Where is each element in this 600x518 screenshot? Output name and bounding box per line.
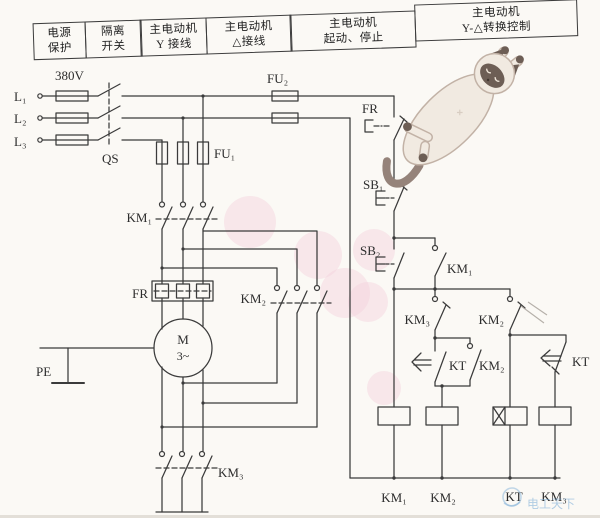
header-cell-y-connection: 主电动机 Y 接线: [139, 17, 208, 57]
pe-ground: [39, 347, 155, 384]
cat-hind-paw: [403, 122, 412, 132]
km1-coil-label: KM₁: [381, 490, 406, 505]
kt-coil-label: KT: [505, 489, 522, 504]
header-text: 主电动机: [149, 22, 198, 37]
header-cell-start-stop: 主电动机 起动、停止: [289, 10, 417, 52]
motor-phase-label: 3~: [177, 349, 190, 363]
l3-label: L₃: [14, 134, 26, 149]
cat-hind-paw: [418, 153, 428, 163]
cat-front-paw: [515, 55, 524, 64]
km3-coil-label: KM₃: [541, 489, 566, 504]
km2-main-label: KM₂: [241, 291, 266, 306]
km1-main-label: KM₁: [127, 210, 152, 225]
cat-sticker: [382, 46, 524, 188]
voltage-label: 380V: [55, 68, 85, 83]
l1-label: L₁: [14, 89, 26, 104]
header-text: 主电动机: [471, 6, 521, 20]
header-text: 起动、停止: [323, 31, 384, 46]
kt-nc-label: KT: [572, 354, 589, 369]
qs-isolator-switch: [97, 82, 395, 146]
header-cell-power-protection: 电源 保护: [32, 21, 87, 61]
header-text: 保护: [47, 41, 73, 55]
l2-label: L₂: [14, 111, 26, 126]
km1-main-contacts: [155, 201, 219, 285]
control-bus: [392, 287, 511, 291]
header-text: 电源: [47, 26, 72, 40]
cat-eye: [494, 77, 500, 83]
sb1-stop-button: [375, 183, 408, 239]
cat-eye: [485, 68, 491, 74]
km2-coil-branch: [411, 288, 482, 479]
fu2-label: FU₂: [267, 71, 288, 86]
km2-main-contacts: [160, 284, 332, 429]
cat-tail: [382, 157, 424, 188]
header-text: 隔离: [100, 25, 126, 38]
incoming-lines-and-fuses: [37, 90, 99, 146]
fu1-label: FU₁: [214, 146, 235, 161]
header-text: 主电动机: [224, 20, 273, 34]
km2-coil-label: KM₂: [430, 490, 455, 505]
header-cell-isolation-switch: 隔离 开关: [84, 19, 143, 59]
km2-interlock-label: KM₂: [479, 312, 504, 327]
pencil-marks: [520, 301, 548, 324]
qs-label: QS: [102, 151, 119, 166]
header-cell-yd-conversion: 主电动机 Y-△转换控制: [414, 0, 579, 42]
km2-feed-wires: [160, 230, 318, 286]
circuit-labels: 380V L₁ L₂ L₃ QS FU₁ KM₁ FU₂ FR KM₂ M 3~…: [14, 68, 589, 505]
header-text: Y 接线: [155, 37, 193, 51]
fu1-main-fuses: [155, 141, 210, 203]
sb2-start-button: [375, 236, 436, 290]
header-text: △接线: [232, 35, 266, 49]
cat-belly-mark: [456, 109, 463, 116]
site-watermark: 电工天下: [502, 487, 575, 511]
km1-holding-contact: [431, 237, 447, 290]
fr-control-label: FR: [362, 101, 378, 116]
kt-km3-coil-branch: [492, 288, 572, 479]
header-text: Y-△转换控制: [461, 20, 532, 35]
control-return-bus: [349, 476, 561, 480]
km1-aux-label: KM₁: [447, 261, 472, 276]
scan-edge-shadow: [0, 515, 600, 518]
fu2-control-fuses: [271, 90, 395, 479]
pink-watermark-blobs: [224, 196, 401, 405]
sb1-label: SB₁: [363, 177, 383, 192]
header-cell-delta-connection: 主电动机 △接线: [205, 14, 293, 55]
watermark-text: 电工天下: [527, 497, 575, 511]
fr-main-label: FR: [132, 286, 148, 301]
km3-star-contacts: [155, 450, 219, 513]
motor-m-label: M: [177, 332, 189, 347]
pe-label: PE: [36, 364, 51, 379]
header-text: 主电动机: [328, 16, 378, 31]
fr-control-contact: [364, 115, 408, 181]
km3-interlock-label: KM₃: [405, 312, 430, 327]
cat-nose: [486, 78, 490, 82]
km1-coil-branch: [377, 288, 411, 479]
header-text: 开关: [101, 39, 126, 53]
km2-hold-label: KM₂: [479, 358, 504, 373]
sb2-label: SB₂: [360, 243, 380, 258]
km3-main-label: KM₃: [218, 465, 243, 480]
kt-no-label: KT: [449, 358, 466, 373]
